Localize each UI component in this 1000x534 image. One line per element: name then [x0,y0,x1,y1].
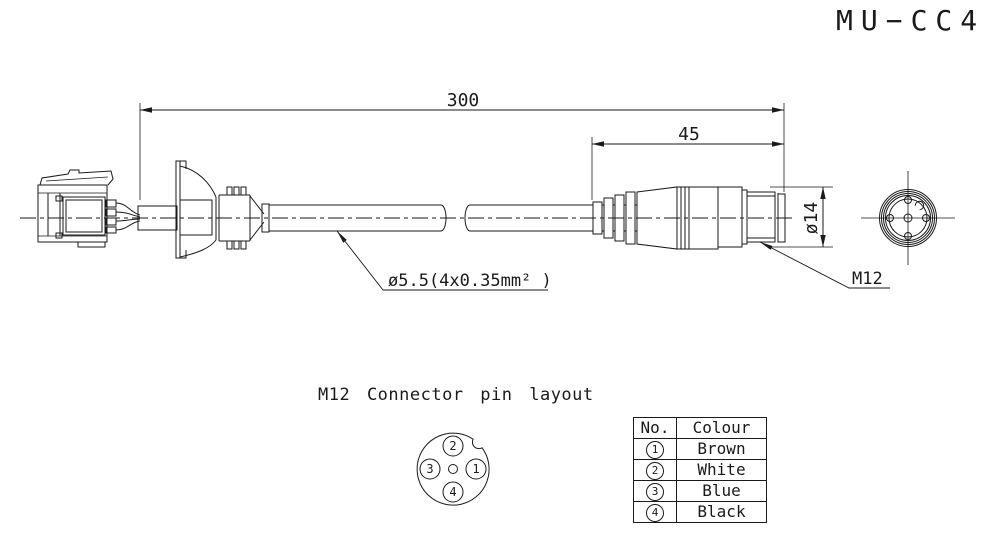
pin-colour-cell: Brown [676,438,767,460]
pin-layout-heading: M12 Connector pin layout [318,385,594,405]
dimension-connector-length: 45 [678,124,700,145]
dimensions: 300 45 ø14 [139,90,833,248]
table-row: 1 Brown [633,438,767,460]
left-connector [37,169,141,248]
pin-colour-cell: White [676,459,767,481]
strain-relief-boot [175,160,270,259]
pin-number-bottom: 4 [449,485,456,499]
table-header-row: No. Colour [633,417,767,439]
circled-number: 3 [646,483,664,501]
keyway-notch [914,200,925,211]
pin-number-right: 1 [472,462,479,476]
pin-colour-cell: Blue [676,480,767,502]
table-row: 3 Blue [633,480,767,502]
pin-colour-table: No. Colour 1 Brown 2 White 3 Blue 4 Blac… [633,417,767,523]
pin-number-left: 3 [426,462,433,476]
pin-no-cell: 2 [633,459,677,481]
drawing-title: MU−CC4 [836,4,986,37]
pin-layout-diagram: 2 1 3 4 [416,432,490,506]
m12-end-view [861,171,955,265]
dimension-overall-length: 300 [447,90,480,111]
connector-type-label: M12 [852,269,883,289]
pin-no-cell: 3 [633,480,677,502]
circled-number: 2 [646,462,664,480]
cable [269,204,593,232]
cable-spec-label: ø5.5(4x0.35mm² ) [388,271,552,291]
pin-number-top: 2 [449,439,456,453]
circled-number: 1 [646,441,664,459]
table-row: 4 Black [633,501,767,523]
leader-labels: ø5.5(4x0.35mm² ) M12 [336,230,890,291]
column-header-colour: Colour [676,417,767,439]
table-row: 2 White [633,459,767,481]
column-header-no: No. [633,417,677,439]
circled-number: 4 [646,504,664,522]
pin-no-cell: 1 [633,438,677,460]
pin-colour-cell: Black [676,501,767,523]
pin-no-cell: 4 [633,501,677,523]
dimension-diameter: ø14 [801,202,822,235]
